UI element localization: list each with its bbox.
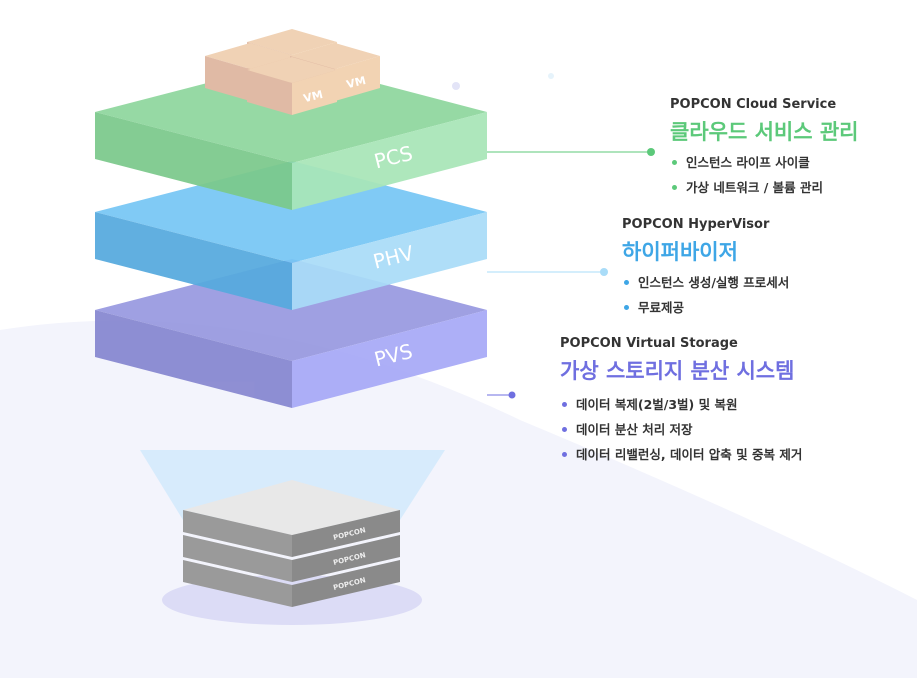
pvs-subtitle: POPCON Virtual Storage — [560, 336, 738, 351]
pcs-heading: 클라우드 서비스 관리 — [670, 120, 859, 144]
connector-dot-pvs — [508, 391, 516, 399]
pvs-bullet: 데이터 분산 처리 저장 — [560, 419, 802, 438]
connector-dot-phv — [600, 268, 608, 276]
vm-cube: VM — [247, 57, 337, 115]
pcs-description: POPCON Cloud Service 클라우드 서비스 관리 인스턴스 라이… — [670, 97, 859, 202]
pvs-heading: 가상 스토리지 분산 시스템 — [560, 359, 795, 383]
pvs-description: POPCON Virtual Storage 가상 스토리지 분산 시스템 데이… — [560, 336, 802, 469]
server-unit: POPCON — [183, 510, 400, 557]
pvs-bullet: 데이터 리밸런싱, 데이터 압축 및 중복 제거 — [560, 444, 802, 463]
phv-bullet: 무료제공 — [622, 297, 789, 316]
phv-subtitle: POPCON HyperVisor — [622, 217, 770, 232]
phv-heading: 하이퍼바이저 — [622, 240, 738, 264]
decor-dot — [452, 82, 460, 90]
server-unit: POPCON — [183, 535, 400, 582]
decor-dot — [548, 73, 554, 79]
vm-cubes: VM VM — [205, 29, 380, 115]
vm-label: VM — [302, 88, 324, 105]
pcs-subtitle: POPCON Cloud Service — [670, 97, 837, 112]
layer-phv: PHV — [95, 161, 487, 310]
phv-description: POPCON HyperVisor 하이퍼바이저 인스턴스 생성/실행 프로세서… — [622, 217, 789, 322]
vm-label: VM — [345, 74, 367, 91]
server-unit: POPCON — [183, 560, 400, 607]
pcs-bullet: 인스턴스 라이프 사이클 — [670, 152, 859, 171]
pcs-bullet: 가상 네트워크 / 볼륨 관리 — [670, 177, 859, 196]
pvs-bullet: 데이터 복제(2벌/3벌) 및 복원 — [560, 394, 802, 413]
connector-dot-pcs — [647, 148, 655, 156]
phv-bullet: 인스턴스 생성/실행 프로세서 — [622, 272, 789, 291]
